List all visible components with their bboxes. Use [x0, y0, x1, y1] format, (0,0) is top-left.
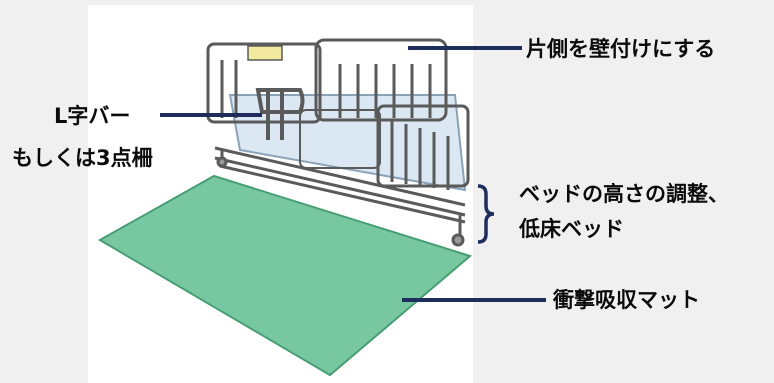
label-l-bar: L字バー	[54, 104, 131, 128]
height-bracket	[477, 184, 495, 244]
label-impact-mat: 衝撃吸収マット	[553, 288, 700, 312]
label-wall-side: 片側を壁付けにする	[526, 37, 716, 61]
label-three-point-rail: もしくは3点柵	[12, 146, 153, 170]
label-bed-height-adjust: ベッドの高さの調整、	[519, 182, 729, 206]
bed-frame	[206, 38, 470, 247]
label-low-bed: 低床ベッド	[519, 217, 624, 241]
nameplate	[247, 45, 283, 61]
leader-lines	[160, 46, 546, 302]
impact-mat-shape	[97, 174, 473, 377]
